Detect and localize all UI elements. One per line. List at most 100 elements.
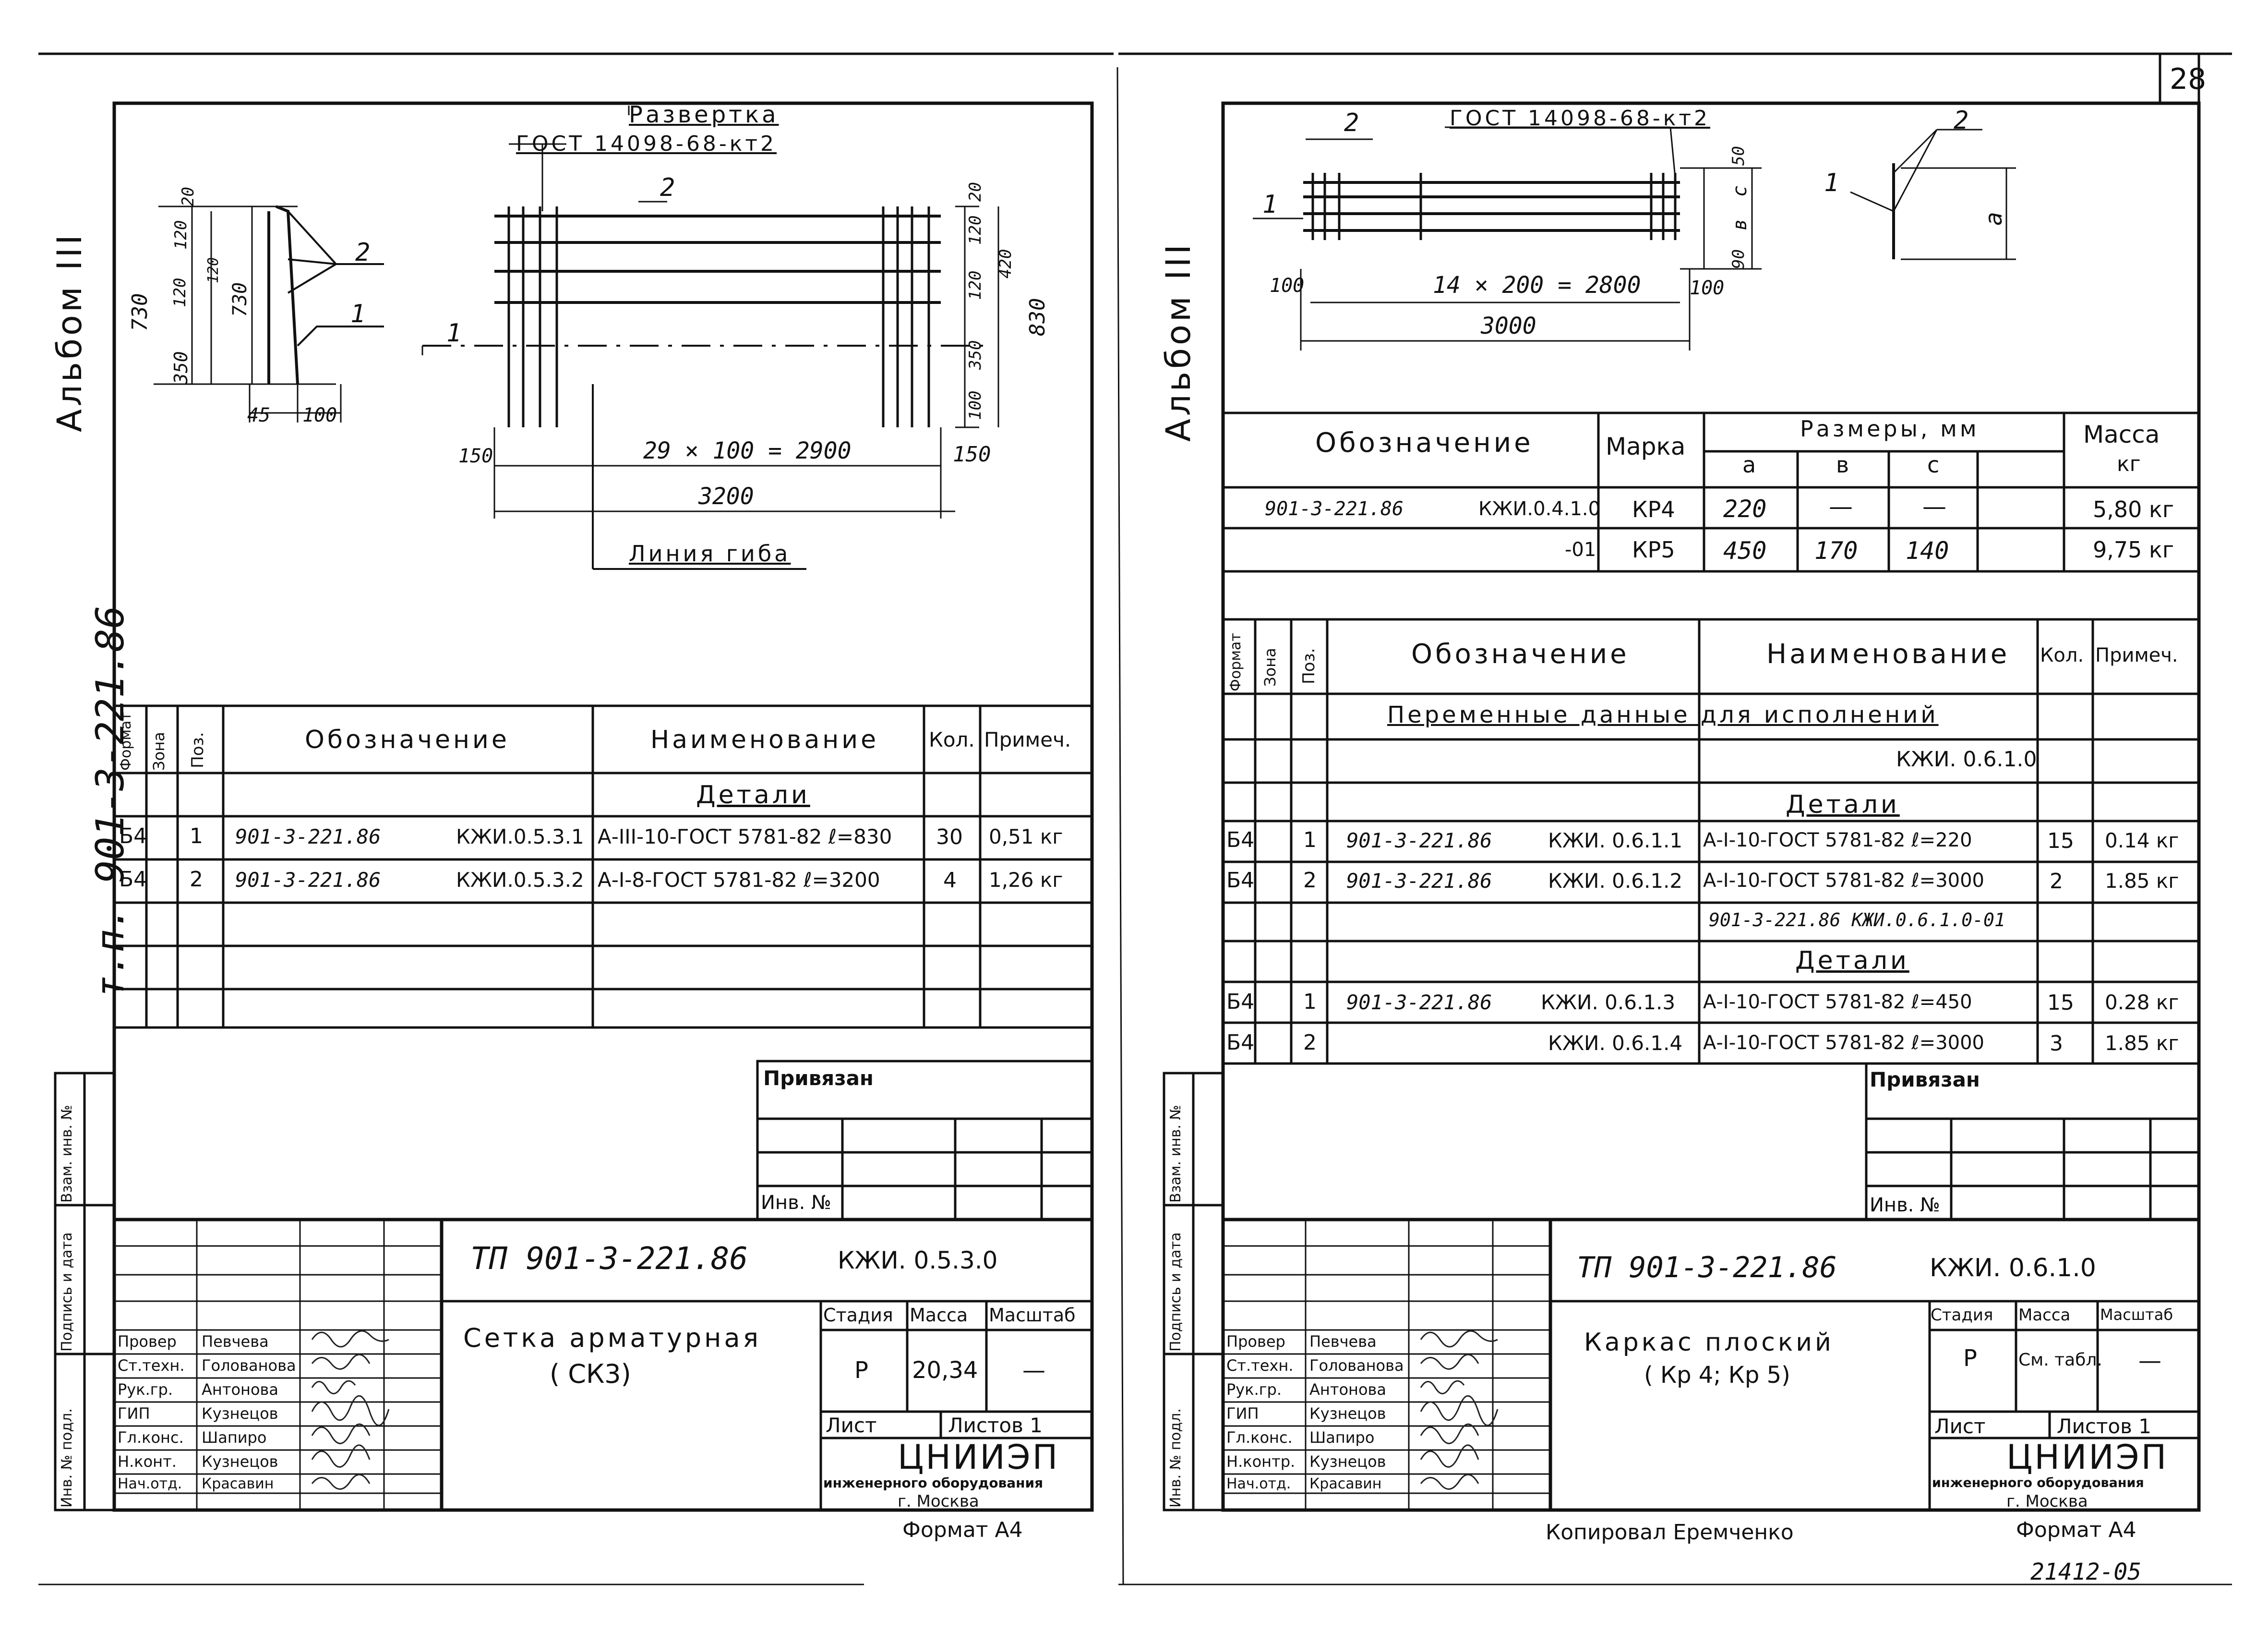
left-tb-name2: ( СК3) xyxy=(550,1359,631,1389)
dim-120b: 120 xyxy=(171,220,191,250)
left-tb-org2: инженерного оборудования xyxy=(823,1475,1044,1491)
right-person-role-6: Нач.отд. xyxy=(1226,1475,1291,1492)
left-format: Формат А4 xyxy=(902,1518,1023,1542)
dim-100: 100 xyxy=(302,404,337,426)
left-elev-pos1: 1 xyxy=(350,300,366,328)
right-privyazan: Привязан xyxy=(1870,1068,1980,1091)
dim-r830: 830 xyxy=(1025,298,1050,336)
right-spec-h-zone: Зона xyxy=(1261,648,1279,687)
left-bend-line: Линия гиба xyxy=(629,541,791,567)
right-dim-b: в xyxy=(1729,218,1751,230)
left-side-replace: Взам. инв. № xyxy=(59,1105,75,1203)
dim-total-3200: 3200 xyxy=(698,483,754,510)
dim-120a: 120 xyxy=(170,278,190,307)
right-side-replace: Взам. инв. № xyxy=(1167,1105,1184,1203)
left-spec-h-note: Примеч. xyxy=(984,728,1071,751)
right-size-row2-a: 450 xyxy=(1723,537,1767,565)
left-tb-name1: Сетка арматурная xyxy=(463,1323,762,1353)
left-row2-pos: 2 xyxy=(190,867,203,892)
right-r4-qty: 3 xyxy=(2050,1031,2063,1056)
left-person-role-2: Рук.гр. xyxy=(118,1380,173,1399)
left-row2-code: КЖИ.0.5.3.2 xyxy=(456,868,584,892)
right-dim-90: 90 xyxy=(1729,249,1748,269)
right-size-row2-mass: 9,75 кг xyxy=(2093,537,2174,563)
right-spec-section1: Детали xyxy=(1786,790,1900,819)
right-dim-100-right: 100 xyxy=(1690,277,1725,299)
right-format: Формат А4 xyxy=(2016,1518,2136,1542)
right-r3-name: А-I-10-ГОСТ 5781-82 ℓ=450 xyxy=(1703,991,1972,1013)
left-spec-h-designation: Обозначение xyxy=(305,725,510,754)
right-r4-name: А-I-10-ГОСТ 5781-82 ℓ=3000 xyxy=(1703,1032,1984,1054)
left-tp-label: т.п. 901-3-221.86 xyxy=(88,605,132,999)
right-dim-span-2800: 14 × 200 = 2800 xyxy=(1433,272,1641,299)
right-tb-sheets: Листов 1 xyxy=(2057,1414,2151,1438)
right-tb-org: ЦНИИЭП xyxy=(2006,1438,2169,1477)
left-person-name-3: Кузнецов xyxy=(202,1404,278,1423)
left-person-name-4: Шапиро xyxy=(202,1428,267,1447)
dim-1201: 120 xyxy=(205,257,222,283)
right-r2-name: А-I-10-ГОСТ 5781-82 ℓ=3000 xyxy=(1703,870,1984,892)
left-tb-mass: 20,34 xyxy=(912,1357,978,1384)
right-pos1b-label: 1 xyxy=(1824,169,1839,197)
right-dim-50: 50 xyxy=(1729,146,1748,166)
right-spec-h-qty: Кол. xyxy=(2040,644,2084,666)
right-r4-code: КЖИ. 0.6.1.4 xyxy=(1548,1031,1683,1055)
right-tb-mass-h: Масса xyxy=(2018,1306,2071,1325)
right-spec-h-name: Наименование xyxy=(1766,639,2010,670)
right-spec-ref2: 901-3-221.86 КЖИ.0.6.1.0-01 xyxy=(1709,909,2005,931)
right-person-role-4: Гл.конс. xyxy=(1226,1428,1293,1447)
left-spec-h-format: Формат xyxy=(118,712,134,771)
left-person-role-3: ГИП xyxy=(118,1404,150,1423)
left-person-name-6: Красавин xyxy=(202,1475,274,1492)
left-tb-mass-h: Масса xyxy=(910,1305,968,1326)
left-row2-name: А-I-8-ГОСТ 5781-82 ℓ=3200 xyxy=(598,868,880,892)
dim-r420: 420 xyxy=(996,249,1015,278)
left-spec-h-qty: Кол. xyxy=(929,728,975,751)
left-person-role-6: Нач.отд. xyxy=(118,1475,182,1492)
dim-r120: 120 xyxy=(966,215,985,245)
right-size-row1-c: — xyxy=(1922,493,1946,520)
right-r1-des: 901-3-221.86 xyxy=(1346,829,1492,852)
right-person-role-3: ГИП xyxy=(1226,1404,1259,1423)
dim-span-2900: 29 × 100 = 2900 xyxy=(643,437,852,464)
right-spec-h-note: Примеч. xyxy=(2095,644,2178,666)
left-privyazan: Привязан xyxy=(763,1066,874,1090)
right-r3-pos: 1 xyxy=(1303,990,1317,1014)
left-tb-stage: Р xyxy=(854,1357,868,1384)
left-person-role-4: Гл.конс. xyxy=(118,1428,184,1447)
right-tb-name2: ( Кр 4; Кр 5) xyxy=(1644,1362,1790,1389)
left-person-role-1: Ст.техн. xyxy=(118,1356,185,1375)
right-dim-total-3000: 3000 xyxy=(1481,313,1536,339)
right-pos2b-label: 2 xyxy=(1954,106,1969,135)
right-sizes-h-sizes: Размеры, мм xyxy=(1800,416,1980,442)
right-r1-qty: 15 xyxy=(2047,829,2074,853)
right-tb-name1: Каркас плоский xyxy=(1584,1328,1834,1357)
right-size-row1-a: 220 xyxy=(1723,495,1767,523)
right-side-inv: Инв. № подл. xyxy=(1167,1408,1184,1508)
right-spec-h-format: Формат xyxy=(1227,633,1244,691)
dim-r100: 100 xyxy=(966,390,985,420)
right-r1-note: 0.14 кг xyxy=(2105,829,2179,852)
left-row2-des: 901-3-221.86 xyxy=(235,868,381,892)
left-tb-sheets: Листов 1 xyxy=(948,1414,1043,1437)
right-tb-org2: инженерного оборудования xyxy=(1932,1475,2144,1490)
right-size-row2-code: -01 xyxy=(1565,539,1596,561)
right-size-row1-b: — xyxy=(1829,493,1853,520)
left-album-label: Альбом III xyxy=(50,232,89,432)
right-sizes-h-b: в xyxy=(1836,452,1849,478)
dim-r120b: 120 xyxy=(966,270,985,300)
right-sizes-h-mark: Марка xyxy=(1606,433,1686,460)
right-r1-code: КЖИ. 0.6.1.1 xyxy=(1548,829,1683,852)
left-row1-pos: 1 xyxy=(190,824,203,848)
right-person-name-4: Шапиро xyxy=(1309,1428,1375,1447)
dim-350: 350 xyxy=(170,351,192,384)
right-person-name-1: Голованова xyxy=(1309,1356,1404,1375)
dim-45: 45 xyxy=(247,404,271,426)
right-pos2-label: 2 xyxy=(1344,109,1359,137)
right-dim-c: с xyxy=(1729,185,1751,197)
left-row1-code: КЖИ.0.5.3.1 xyxy=(456,825,584,848)
right-spec-variable: Переменные данные для исполнений xyxy=(1387,701,1939,728)
right-r4-fmt: Б4 xyxy=(1226,1030,1255,1055)
left-spec-h-zone: Зона xyxy=(150,732,168,771)
right-side-sign: Подпись и дата xyxy=(1167,1232,1184,1352)
